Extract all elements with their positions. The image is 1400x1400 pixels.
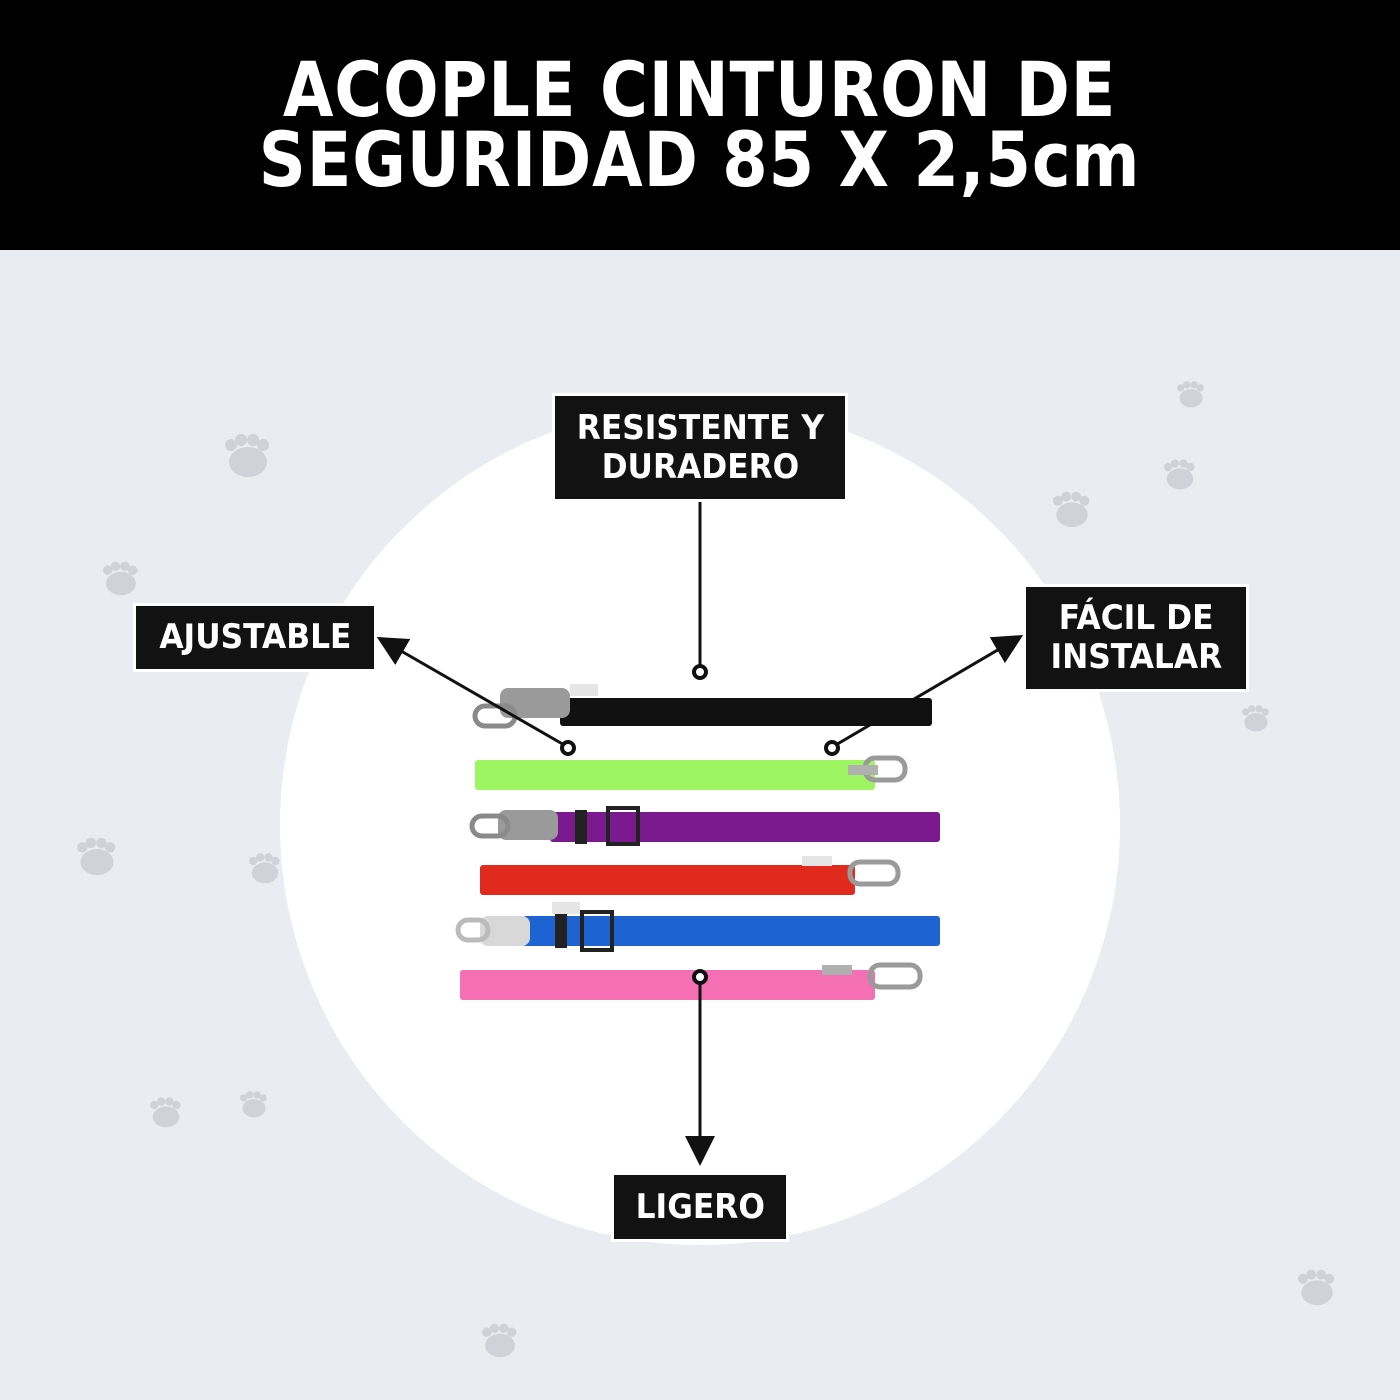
paw-print-icon: [249, 853, 280, 884]
strap-lime-green: [475, 755, 908, 790]
paw-print-icon: [240, 1091, 267, 1118]
connector-left: [376, 637, 567, 748]
callout-easy-install: FÁCIL DE INSTALAR: [1023, 584, 1249, 692]
paw-print-icon: [225, 434, 269, 477]
paw-print-icon: [1053, 491, 1090, 528]
callout-text: RESISTENTE Y: [576, 407, 824, 448]
callout-resistant-durable: RESISTENTE Y DURADERO: [552, 393, 848, 502]
header-banner: ACOPLE CINTURON DE SEGURIDAD 85 X 2,5cm: [0, 0, 1400, 250]
callout-text: LIGERO: [635, 1186, 765, 1227]
title-line-1: ACOPLE CINTURON DE: [283, 45, 1117, 134]
callout-text: INSTALAR: [1050, 637, 1222, 677]
connector-right: [833, 634, 1024, 748]
paw-print-icon: [1242, 705, 1269, 732]
title-line-2: SEGURIDAD 85 X 2,5cm: [259, 115, 1141, 204]
product-image-seat-belt-leashes: [455, 684, 940, 1000]
strap-pink: [460, 962, 923, 1000]
paw-print-icon: [103, 561, 138, 596]
callout-text: FÁCIL DE: [1058, 598, 1214, 638]
callout-lightweight: LIGERO: [611, 1172, 789, 1242]
callout-text: AJUSTABLE: [158, 617, 352, 657]
paw-print-icon: [77, 837, 116, 876]
paw-print-icon: [150, 1097, 181, 1128]
page-title: ACOPLE CINTURON DE SEGURIDAD 85 X 2,5cm: [259, 45, 1141, 204]
strap-blue: [455, 902, 940, 952]
callout-adjustable: AJUSTABLE: [133, 603, 377, 672]
callout-text: DURADERO: [601, 446, 799, 487]
strap-red: [480, 856, 901, 895]
paw-print-icon: [1177, 381, 1204, 408]
paw-print-icon: [482, 1323, 517, 1358]
paw-print-icon: [1298, 1269, 1335, 1306]
strap-purple: [469, 806, 940, 846]
paw-print-icon: [1164, 459, 1195, 490]
